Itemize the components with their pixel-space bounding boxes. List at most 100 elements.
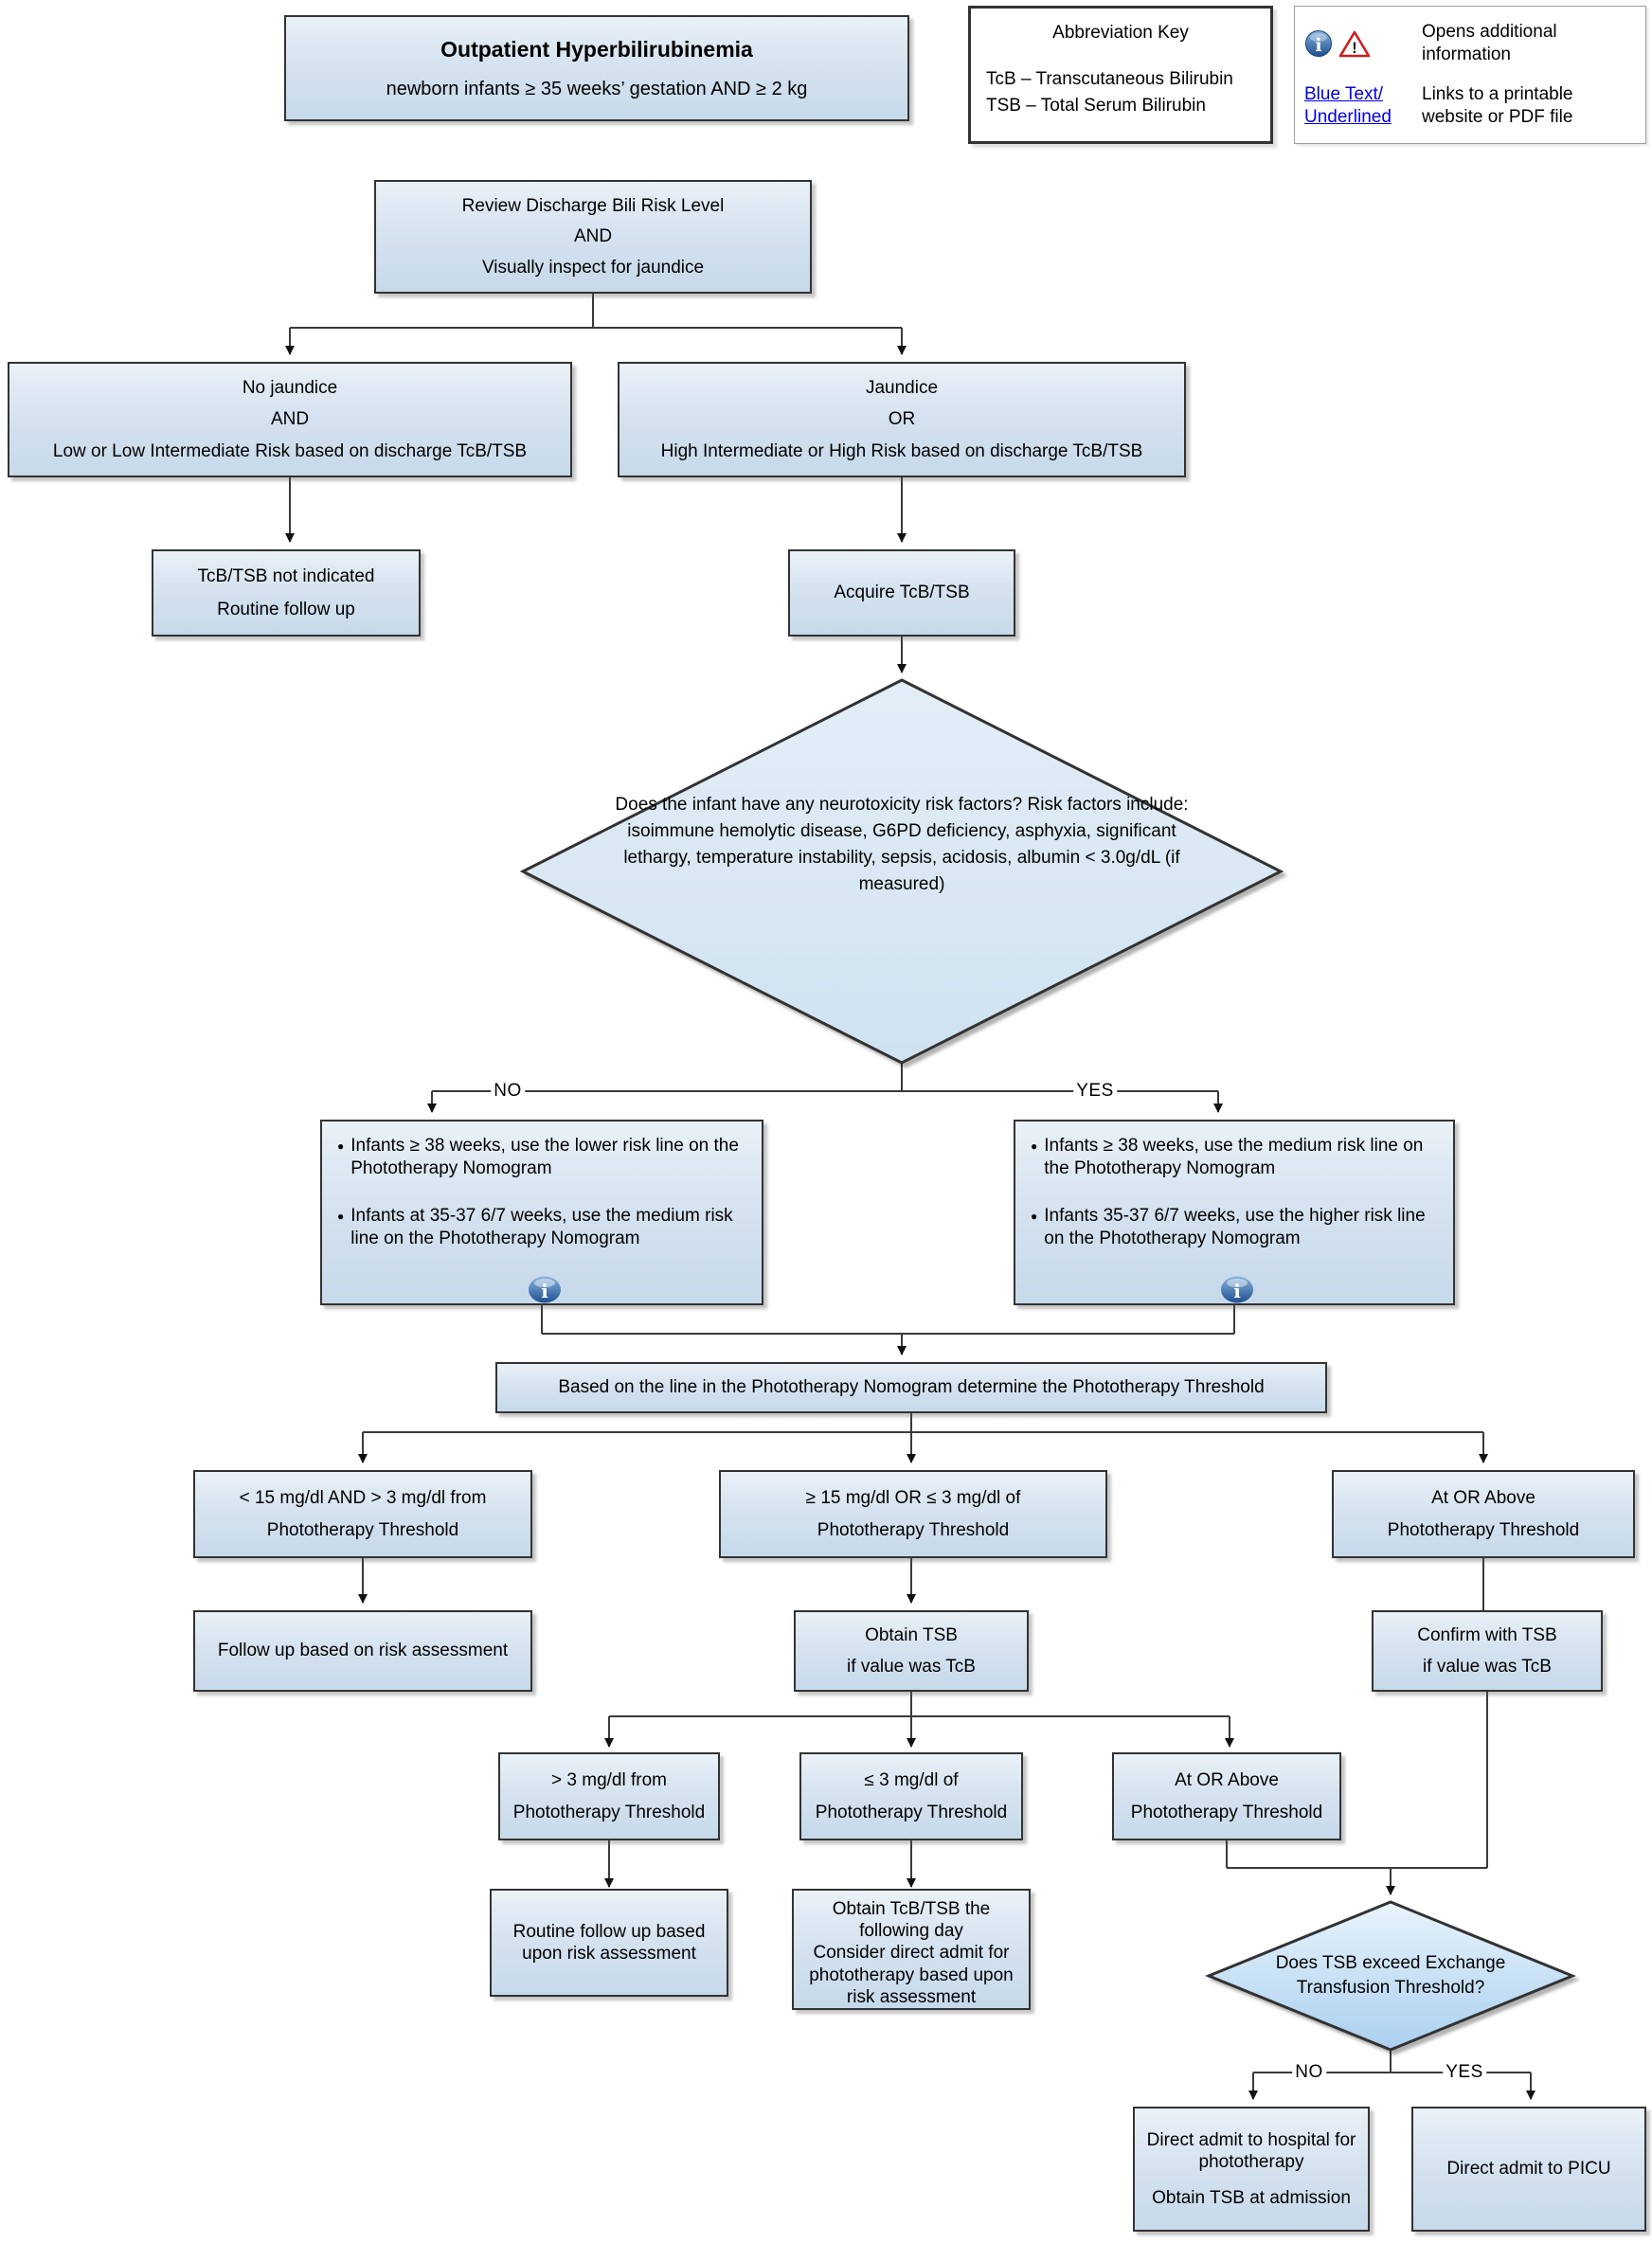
exchange-transfusion-decision-text: Does TSB exceed Exchange Transfusion Thr…: [1239, 1951, 1542, 2001]
svg-text:!: !: [1352, 39, 1357, 57]
node-line: if value was TcB: [1423, 1656, 1552, 1677]
svg-text:i: i: [1233, 1280, 1241, 1302]
info-icon: i: [1305, 30, 1332, 57]
node-line: Based on the line in the Phototherapy No…: [558, 1377, 1265, 1398]
decision-question: Does the infant have any neurotoxicity r…: [615, 795, 1023, 815]
page-title: Outpatient Hyperbilirubinemia: [440, 36, 753, 62]
edge-label-yes: YES: [1073, 1081, 1117, 1102]
node-line: Phototherapy Threshold: [1387, 1520, 1580, 1541]
node-admit-hospital: Direct admit to hospital for phototherap…: [1133, 2107, 1370, 2232]
edge-label-yes: YES: [1443, 2062, 1486, 2083]
node-ge15-le3: ≥ 15 mg/dl OR ≤ 3 mg/dl of Phototherapy …: [719, 1470, 1107, 1558]
svg-text:i: i: [541, 1280, 548, 1302]
bullet-text: Infants 35-37 6/7 weeks, use the higher …: [1044, 1205, 1426, 1248]
decision-subtext: significant lethargy, temperature instab…: [623, 821, 1176, 868]
bullet-icon: ●: [337, 1139, 345, 1153]
neurotoxicity-decision-diamond: [519, 678, 1284, 1065]
node-line: Obtain TSB: [865, 1625, 958, 1646]
bullet-icon: ●: [1031, 1139, 1038, 1153]
page-subtitle: newborn infants ≥ 35 weeks’ gestation AN…: [386, 78, 808, 99]
node-line: Phototherapy Threshold: [815, 1803, 1008, 1823]
node-line: Follow up based on risk assessment: [217, 1641, 509, 1661]
legend-link-sample: Blue Text/ Underlined: [1304, 84, 1392, 127]
node-line: Jaundice: [865, 378, 939, 399]
node-line: Acquire TcB/TSB: [834, 583, 970, 603]
bullet-text: Infants ≥ 38 weeks, use the medium risk …: [1044, 1136, 1424, 1178]
legend-link-caption: Links to a printable website or PDF file: [1422, 84, 1573, 127]
node-review-discharge: Review Discharge Bili Risk Level AND Vis…: [374, 180, 812, 294]
decision-question: Does TSB exceed Exchange: [1275, 1953, 1506, 1973]
node-at-or-above-1: At OR Above Phototherapy Threshold: [1332, 1470, 1635, 1558]
node-line: Obtain TcB/TSB the following day: [832, 1899, 991, 1942]
node-no-jaundice: No jaundice AND Low or Low Intermediate …: [8, 362, 572, 477]
node-determine-threshold: Based on the line in the Phototherapy No…: [495, 1362, 1327, 1413]
bullet-icon: ●: [1031, 1209, 1038, 1223]
node-line: High Intermediate or High Risk based on …: [660, 440, 1143, 461]
abbreviation-key-title: Abbreviation Key: [1052, 23, 1189, 43]
node-line: Routine follow up based upon risk assess…: [512, 1921, 706, 1964]
decision-question: Transfusion Threshold?: [1296, 1978, 1485, 1998]
node-le3-of: ≤ 3 mg/dl of Phototherapy Threshold: [799, 1752, 1023, 1840]
decision-subtext: albumin < 3.0g/dL (if measured): [858, 848, 1180, 894]
node-line: Phototherapy Threshold: [512, 1803, 706, 1823]
node-line: No jaundice: [242, 378, 338, 399]
decision-subtext: Risk factors include:: [1027, 795, 1189, 815]
connector-lines: [285, 294, 1535, 2100]
node-line: < 15 mg/dl AND > 3 mg/dl from: [239, 1487, 487, 1508]
node-line: ≥ 15 mg/dl OR ≤ 3 mg/dl of: [805, 1487, 1021, 1508]
node-no-branch-guidance: ● Infants ≥ 38 weeks, use the lower risk…: [320, 1120, 763, 1305]
node-followup-risk: Follow up based on risk assessment: [193, 1610, 532, 1692]
info-icon[interactable]: i: [527, 1275, 563, 1304]
node-line: Routine follow up: [217, 599, 355, 619]
node-line: Low or Low Intermediate Risk based on di…: [52, 440, 528, 461]
bullet-text: Infants ≥ 38 weeks, use the lower risk l…: [350, 1136, 739, 1178]
bullet-icon: ●: [337, 1209, 345, 1223]
abbreviation-key-box: Abbreviation Key TcB – Transcutaneous Bi…: [968, 6, 1273, 144]
node-line: Obtain TSB at admission: [1152, 2187, 1351, 2208]
bullet-item: ● Infants ≥ 38 weeks, use the lower risk…: [337, 1135, 752, 1180]
node-line: Phototherapy Threshold: [1130, 1803, 1323, 1823]
node-line: Phototherapy Threshold: [266, 1520, 459, 1541]
legend-info-caption: Opens additional information: [1422, 22, 1557, 64]
node-line: Confirm with TSB: [1417, 1625, 1557, 1646]
node-line: Direct admit to PICU: [1446, 2159, 1611, 2180]
svg-text:i: i: [1315, 35, 1321, 56]
node-line: > 3 mg/dl from: [551, 1769, 667, 1790]
neurotoxicity-decision-text: Does the infant have any neurotoxicity r…: [599, 792, 1205, 898]
bullet-item: ● Infants ≥ 38 weeks, use the medium ris…: [1031, 1135, 1444, 1180]
node-tcb-not-indicated: TcB/TSB not indicated Routine follow up: [152, 549, 421, 637]
abbreviation-item: TcB – Transcutaneous Bilirubin: [986, 69, 1233, 90]
edge-label-no: NO: [1292, 2062, 1326, 2083]
node-line: ≤ 3 mg/dl of: [864, 1769, 959, 1790]
node-line: Visually inspect for jaundice: [481, 258, 705, 278]
node-obtain-next-day: Obtain TcB/TSB the following day Conside…: [792, 1889, 1031, 2010]
info-icon[interactable]: i: [1219, 1275, 1255, 1304]
exchange-transfusion-decision-diamond: [1205, 1900, 1576, 2052]
node-confirm-tsb: Confirm with TSB if value was TcB: [1372, 1610, 1603, 1692]
node-admit-picu: Direct admit to PICU: [1411, 2107, 1646, 2232]
node-yes-branch-guidance: ● Infants ≥ 38 weeks, use the medium ris…: [1014, 1120, 1455, 1305]
node-line: OR: [888, 409, 916, 430]
node-obtain-tsb: Obtain TSB if value was TcB: [794, 1610, 1029, 1692]
node-gt3-from: > 3 mg/dl from Phototherapy Threshold: [498, 1752, 720, 1840]
node-line: Phototherapy Threshold: [817, 1520, 1010, 1541]
legend-icons: i !: [1304, 29, 1371, 59]
warning-icon: !: [1338, 30, 1371, 57]
node-line: AND: [573, 226, 613, 247]
node-jaundice: Jaundice OR High Intermediate or High Ri…: [618, 362, 1186, 477]
node-lt15-gt3: < 15 mg/dl AND > 3 mg/dl from Photothera…: [193, 1470, 532, 1558]
node-acquire-tcb-tsb: Acquire TcB/TSB: [788, 549, 1015, 637]
node-line: Review Discharge Bili Risk Level: [461, 195, 725, 216]
node-line: Direct admit to hospital for phototherap…: [1146, 2130, 1356, 2173]
node-line: if value was TcB: [847, 1656, 976, 1677]
node-line: At OR Above: [1431, 1487, 1535, 1508]
edge-label-no: NO: [491, 1081, 525, 1102]
decision-subtext: isoimmune hemolytic disease, G6PD defici…: [627, 821, 1091, 841]
node-line: Consider direct admit for phototherapy b…: [809, 1943, 1014, 2007]
node-line: TcB/TSB not indicated: [197, 566, 375, 587]
title-box: Outpatient Hyperbilirubinemia newborn in…: [284, 15, 909, 121]
node-line: AND: [270, 409, 310, 430]
bullet-text: Infants at 35-37 6/7 weeks, use the medi…: [350, 1205, 733, 1248]
